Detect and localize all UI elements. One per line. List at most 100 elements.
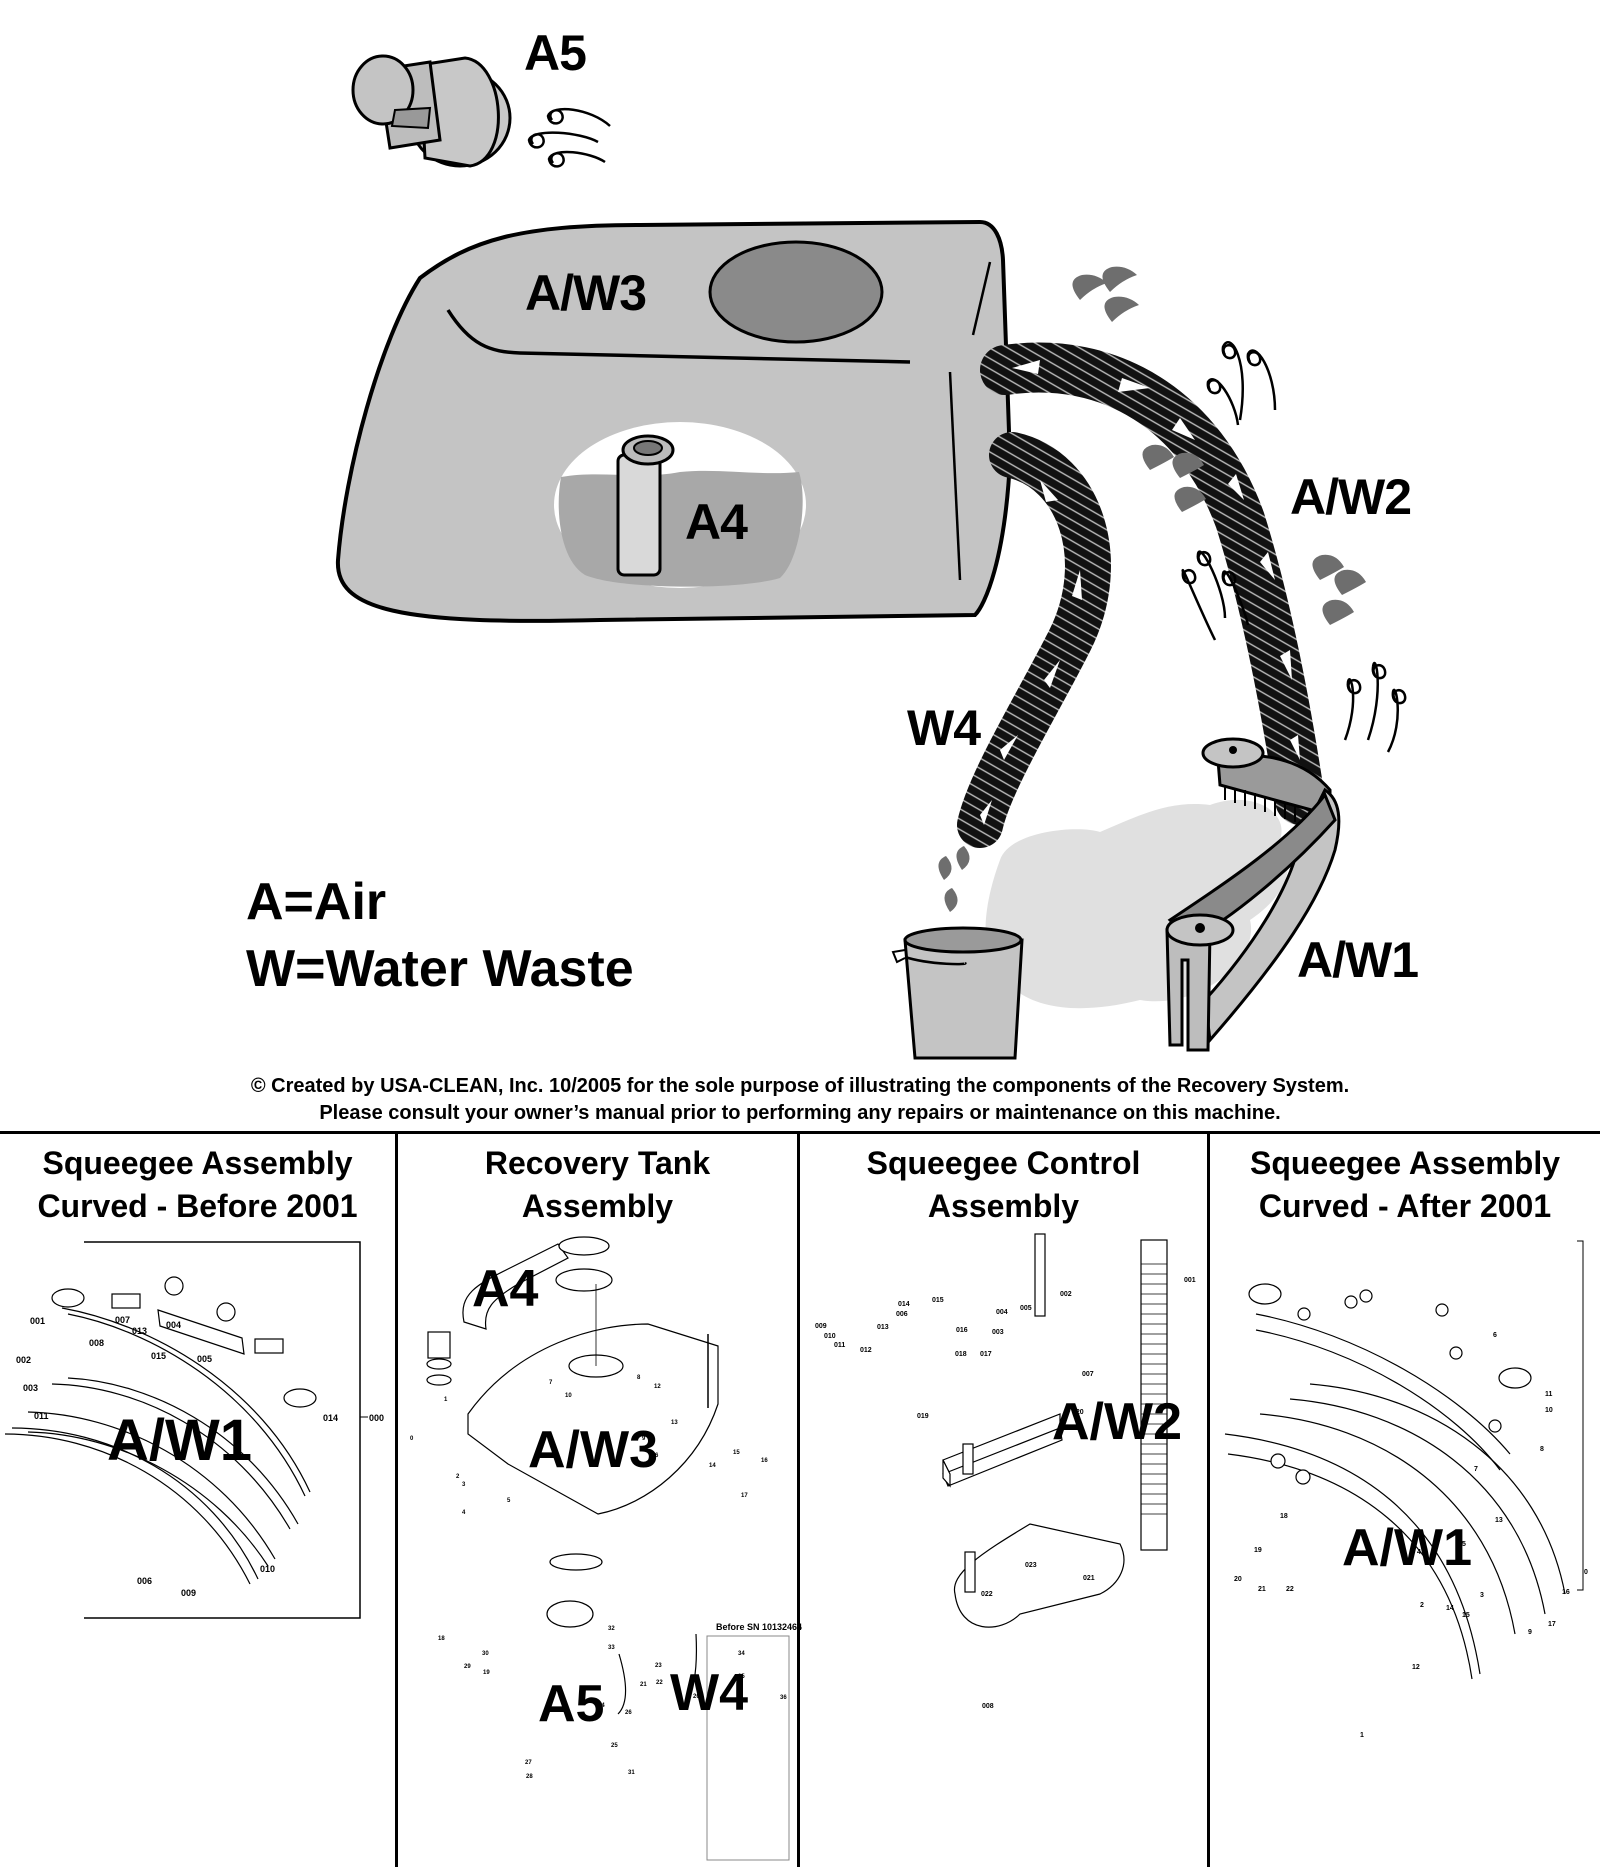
floor-puddle-icon — [985, 799, 1289, 1009]
part-number: 8 — [637, 1375, 641, 1381]
part-number: 021 — [1083, 1575, 1095, 1582]
recovery-tank-icon — [335, 219, 1013, 623]
part-number: 12 — [654, 1384, 661, 1390]
overlay-label-aw1: A/W1 — [1342, 1519, 1472, 1577]
part-number: 20 — [693, 1694, 700, 1700]
exploded-diagram-squeegee-control: 001 002 003 004 005 006 007 008 009 010 … — [815, 1233, 1196, 1710]
part-number: 17 — [741, 1493, 748, 1499]
part-number: 9 — [1528, 1629, 1532, 1636]
part-number: 28 — [526, 1774, 533, 1780]
bucket-icon — [891, 926, 1024, 1060]
panel-title-line2: Assembly — [927, 1188, 1080, 1224]
part-number: 010 — [260, 1564, 275, 1574]
serial-note: Before SN 10132464 — [716, 1622, 802, 1632]
part-number: 023 — [1025, 1562, 1037, 1569]
part-number: 004 — [996, 1309, 1008, 1316]
part-number: 012 — [860, 1347, 872, 1354]
part-number: 15 — [1462, 1612, 1470, 1619]
part-number: 015 — [151, 1351, 166, 1361]
part-number: 010 — [824, 1333, 836, 1340]
part-number: 1 — [444, 1397, 448, 1403]
part-number: 003 — [23, 1383, 38, 1393]
part-number: 022 — [981, 1591, 993, 1598]
label-aw1: A/W1 — [1297, 932, 1419, 988]
exploded-diagram-squeegee-before-2001: 001 002 003 004 005 006 007 008 009 010 … — [4, 1241, 384, 1619]
part-number: 0 — [1584, 1569, 1588, 1576]
part-number: 11 — [1545, 1391, 1553, 1398]
panel-title-line2: Assembly — [521, 1188, 674, 1224]
part-number: 014 — [323, 1413, 338, 1423]
air-swirl-icon — [1181, 341, 1407, 753]
part-number: 30 — [482, 1651, 489, 1657]
panel-squeegee-after-2001: Squeegee Assembly Curved - After 2001 — [1210, 1134, 1600, 1867]
part-number: 17 — [1548, 1621, 1556, 1628]
panel-squeegee-control-assembly: Squeegee Control Assembly — [800, 1134, 1207, 1867]
part-number: 7 — [549, 1380, 553, 1386]
part-number: 001 — [1184, 1277, 1196, 1284]
part-number: 18 — [438, 1636, 445, 1642]
part-number: 31 — [628, 1770, 635, 1776]
part-number: 001 — [30, 1316, 45, 1326]
label-aw2: A/W2 — [1290, 469, 1412, 525]
part-number: 16 — [1562, 1589, 1570, 1596]
vacuum-motor-icon — [351, 54, 512, 168]
part-number: 25 — [611, 1743, 618, 1749]
panel-title: Squeegee Assembly Curved - After 2001 — [1210, 1142, 1600, 1228]
part-number: 7 — [1474, 1466, 1478, 1473]
float-shutoff-icon — [616, 434, 675, 577]
part-number: 10 — [1545, 1407, 1553, 1414]
label-aw3: A/W3 — [525, 265, 647, 321]
part-number: 011 — [34, 1411, 49, 1421]
part-number: 0 — [410, 1436, 414, 1442]
part-number: 005 — [1020, 1305, 1032, 1312]
flow-arrow-icon — [980, 480, 1082, 825]
part-number: 018 — [955, 1351, 967, 1358]
part-number: 020 — [1072, 1409, 1084, 1416]
panel-squeegee-before-2001: Squeegee Assembly Curved - Before 2001 0… — [0, 1134, 395, 1867]
part-number: 013 — [877, 1324, 889, 1331]
part-number: 24 — [598, 1703, 605, 1709]
legend-air: A=Air — [246, 873, 387, 931]
recovery-system-illustration — [335, 54, 1407, 1060]
overlay-label-aw2: A/W2 — [1052, 1393, 1182, 1451]
part-number: 019 — [917, 1413, 929, 1420]
vacuum-hose-icon — [980, 342, 1325, 825]
part-number: 2 — [1420, 1602, 1424, 1609]
maintenance-notice: Please consult your owner’s manual prior… — [319, 1102, 1281, 1124]
label-a4: A4 — [685, 494, 748, 550]
part-number: 1 — [1360, 1732, 1364, 1739]
part-number: 015 — [932, 1297, 944, 1304]
part-number: 36 — [780, 1695, 787, 1701]
part-number: 014 — [898, 1301, 910, 1308]
part-number: 002 — [1060, 1291, 1072, 1298]
part-number: 14 — [1446, 1605, 1454, 1612]
part-number: 21 — [640, 1682, 647, 1688]
part-number: 5 — [1462, 1541, 1466, 1548]
panel-title-line1: Squeegee Control — [866, 1145, 1141, 1181]
part-number: 32 — [608, 1626, 615, 1632]
part-number: 16 — [761, 1458, 768, 1464]
part-number: 34 — [738, 1651, 745, 1657]
part-number: 013 — [132, 1326, 147, 1336]
part-number: 18 — [1280, 1513, 1288, 1520]
part-number: 3 — [462, 1482, 466, 1488]
water-droplet-icon — [938, 266, 1366, 912]
legend-water-waste: W=Water Waste — [246, 940, 634, 998]
panel-divider — [797, 1131, 800, 1867]
part-number: 9 — [642, 1436, 646, 1442]
part-number: 007 — [115, 1315, 130, 1325]
part-number: 3 — [1480, 1592, 1484, 1599]
part-number: 12 — [1412, 1664, 1420, 1671]
exploded-diagram-recovery-tank: 0 1 2 3 4 5 6 7 8 9 10 12 13 14 15 16 17… — [410, 1236, 802, 1861]
part-number: 006 — [896, 1311, 908, 1318]
part-number: 6 — [655, 1453, 659, 1459]
overlay-label-a4: A4 — [472, 1260, 539, 1318]
label-a5: A5 — [524, 25, 587, 81]
panel-title: Squeegee Assembly Curved - Before 2001 — [0, 1142, 395, 1228]
part-number: 22 — [1286, 1586, 1294, 1593]
flow-arrow-icon — [1012, 360, 1300, 760]
part-number: 007 — [1082, 1371, 1094, 1378]
part-number: 13 — [1495, 1517, 1503, 1524]
part-number: 23 — [655, 1663, 662, 1669]
part-number: 19 — [483, 1670, 490, 1676]
